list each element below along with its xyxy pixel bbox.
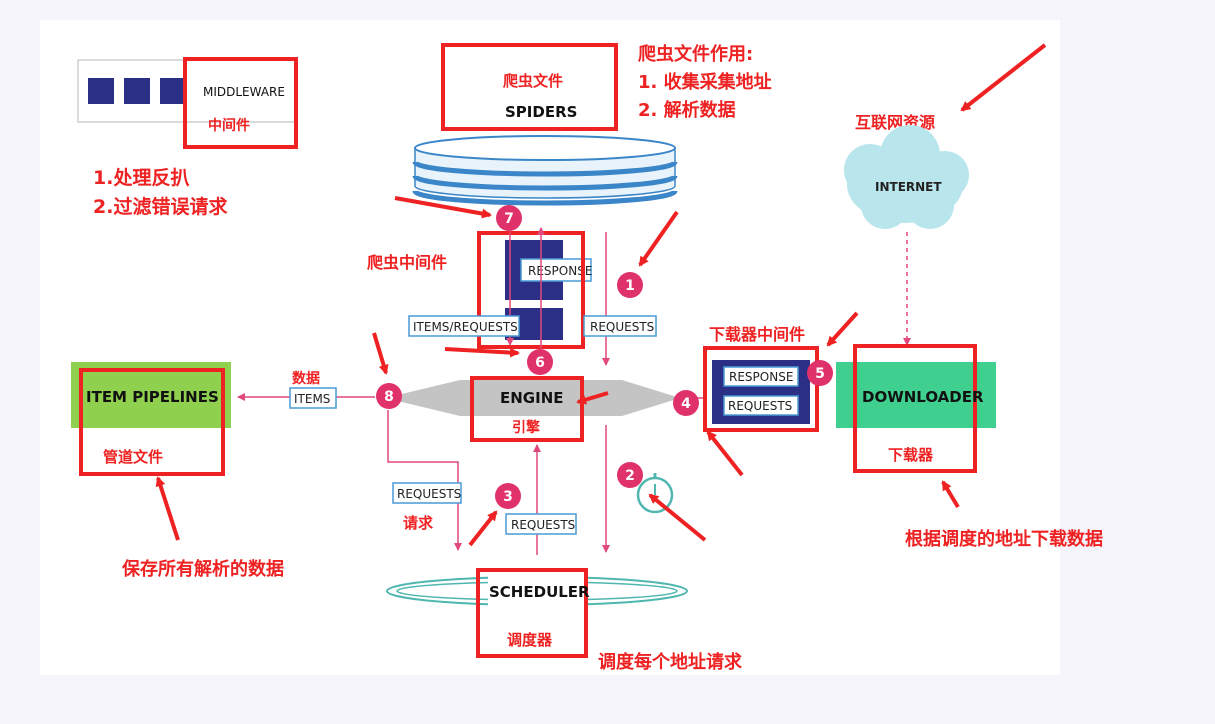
engine-shape: [385, 380, 680, 416]
step-badge-2: 2: [617, 462, 643, 488]
spiders-disk-stack: [412, 135, 678, 206]
middleware-highlight-box: [183, 57, 298, 149]
item-pipelines-component: ITEM PIPELINES 管道文件: [71, 362, 231, 476]
annotation-arrows: [155, 43, 1047, 547]
step-badge-7: 7: [496, 205, 522, 231]
arrow-to-downloader: [941, 480, 960, 509]
spider-middleware-cn-label: 爬虫中间件: [366, 253, 447, 272]
spiders-cn-label: 爬虫文件: [502, 72, 563, 90]
scheduler-highlight-box: [476, 568, 588, 658]
middleware-legend-square: [88, 78, 114, 104]
downloader-requests-tag-text: REQUESTS: [728, 399, 792, 413]
spider-middleware-note-2: 2.过滤错误请求: [93, 195, 228, 218]
arrow-to-step-6: [444, 347, 520, 358]
arrow-to-internet: [960, 43, 1047, 112]
arrow-to-step-1: [638, 210, 679, 267]
arrow-to-step-7: [394, 196, 492, 219]
step-badge-6: 6: [527, 349, 553, 375]
svg-text:5: 5: [815, 366, 825, 382]
middleware-label: MIDDLEWARE: [203, 85, 285, 99]
arrow-to-timer: [648, 493, 707, 542]
spider-response-tag-text: RESPONSE: [528, 264, 592, 278]
downloader-label: DOWNLOADER: [862, 388, 984, 406]
downloader-note: 根据调度的地址下载数据: [905, 528, 1103, 550]
middleware-legend-square: [124, 78, 150, 104]
spiders-note-2: 2. 解析数据: [638, 99, 736, 121]
items-tag: [289, 387, 337, 409]
requests-left-cn-label: 请求: [403, 514, 434, 532]
downloader-highlight-box: [853, 344, 977, 473]
engine-highlight-box: [470, 376, 584, 442]
downloader-middleware-component: RESPONSE REQUESTS: [703, 346, 819, 432]
internet-label: INTERNET: [875, 180, 942, 194]
pipelines-data-label: 数据: [292, 370, 320, 387]
downloader-middleware-highlight-box: [703, 346, 819, 432]
step-badge-8: 8: [376, 383, 402, 409]
requests-tag-1-text: REQUESTS: [590, 320, 654, 334]
step-badge-3: 3: [495, 483, 521, 509]
timer-icon: [636, 473, 674, 514]
items-requests-tag-text: ITEMS/REQUESTS: [413, 320, 518, 334]
svg-text:6: 6: [535, 355, 545, 371]
middleware-legend-square: [160, 78, 186, 104]
svg-text:7: 7: [504, 211, 514, 227]
downloader-response-tag-text: RESPONSE: [729, 370, 793, 384]
scheduler-component: SCHEDULER 调度器: [386, 568, 688, 658]
spiders-box: [441, 43, 618, 131]
engine-cn-label: 引擎: [512, 419, 540, 436]
arrow-to-step-4: [706, 430, 744, 477]
downloader-component: DOWNLOADER 下载器: [836, 344, 996, 473]
requests-tag-left-text: REQUESTS: [397, 487, 461, 501]
requests-tag-3-text: REQUESTS: [511, 518, 575, 532]
scheduler-cn-label: 调度器: [507, 631, 553, 649]
items-requests-tag: [408, 315, 520, 337]
spiders-component: 爬虫文件 SPIDERS: [441, 43, 618, 131]
svg-text:4: 4: [681, 396, 691, 412]
arrow-to-step-8: [372, 332, 389, 375]
spiders-note-title: 爬虫文件作用:: [638, 43, 753, 65]
item-pipelines-label: ITEM PIPELINES: [86, 388, 219, 406]
middleware-legend: MIDDLEWARE 中间件: [77, 57, 298, 149]
downloader-middleware-cn-label: 下载器中间件: [709, 325, 805, 344]
svg-text:8: 8: [384, 389, 394, 405]
requests-tag-3: [505, 513, 577, 535]
engine-label: ENGINE: [500, 389, 564, 407]
arrow-to-step-3: [468, 510, 498, 547]
flow-engine-to-scheduler-left: [387, 410, 462, 551]
spiders-label: SPIDERS: [505, 103, 577, 121]
svg-text:2: 2: [625, 468, 635, 484]
svg-text:1: 1: [625, 278, 635, 294]
step-badge-1: 1: [617, 272, 643, 298]
item-pipelines-block: [71, 362, 231, 428]
pipelines-note: 保存所有解析的数据: [121, 558, 284, 580]
middleware-cn-label: 中间件: [208, 117, 250, 134]
engine-component: ENGINE 引擎: [385, 376, 680, 442]
step-badge-4: 4: [673, 390, 699, 416]
downloader-block: [836, 362, 996, 428]
item-pipelines-highlight-box: [79, 368, 225, 476]
arrow-to-pipelines: [155, 476, 180, 541]
item-pipelines-cn-label: 管道文件: [103, 448, 163, 466]
requests-tag-left: [392, 482, 462, 504]
downloader-requests-tag: [723, 395, 799, 416]
scheduler-note: 调度每个地址请求: [598, 651, 743, 673]
spider-middleware-highlight-box: [477, 231, 585, 349]
items-tag-text: ITEMS: [294, 392, 330, 406]
requests-tag-1: [583, 315, 657, 337]
spider-middleware-note-1: 1.处理反扒: [93, 166, 189, 189]
spider-response-tag: [520, 258, 592, 282]
downloader-response-tag: [723, 366, 799, 387]
internet-cloud: [844, 125, 969, 229]
arrow-to-downloader-middleware: [826, 311, 859, 347]
svg-text:3: 3: [503, 489, 513, 505]
spiders-note-1: 1. 收集采集地址: [638, 71, 772, 93]
downloader-cn-label: 下载器: [888, 446, 934, 464]
arrow-to-engine: [576, 391, 609, 405]
scheduler-label: SCHEDULER: [489, 583, 590, 601]
step-badge-5: 5: [807, 360, 833, 386]
